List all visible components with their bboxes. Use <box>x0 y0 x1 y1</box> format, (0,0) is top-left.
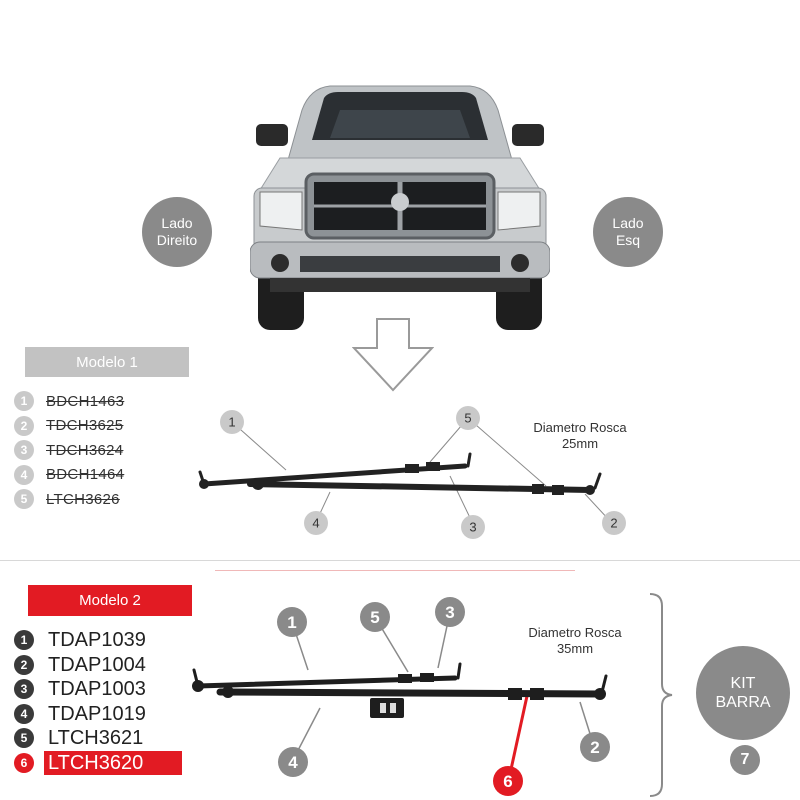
list-item: 1 TDAP1039 <box>14 628 182 653</box>
callout-label: 2 <box>590 738 599 757</box>
callout-label: 5 <box>464 411 471 426</box>
item-number: 4 <box>14 703 34 724</box>
callout-label: 1 <box>287 613 296 632</box>
callout-label: 4 <box>288 753 298 772</box>
list-item: 2 TDCH3625 <box>14 414 124 439</box>
list-item: 5 LTCH3621 <box>14 726 182 751</box>
item-number: 3 <box>14 679 34 700</box>
callout-label: 6 <box>503 772 512 791</box>
list-item: 2 TDAP1004 <box>14 653 182 678</box>
list-item: 3 TDCH3624 <box>14 438 124 463</box>
modelo2-linkage-diagram: 1 5 3 2 4 6 <box>192 597 610 796</box>
truck-illustration <box>250 85 550 330</box>
item-number: 4 <box>14 464 34 485</box>
list-item: 4 BDCH1464 <box>14 463 124 488</box>
callout-label: 5 <box>370 608 379 627</box>
item-number: 3 <box>14 440 34 461</box>
kit-bracket <box>649 593 673 797</box>
item-number: 1 <box>14 391 34 412</box>
list-item: 5 LTCH3626 <box>14 487 124 512</box>
callout-label: 1 <box>228 415 235 430</box>
callout-label: 4 <box>312 516 319 531</box>
part-code: TDAP1004 <box>48 653 146 676</box>
part-code: LTCH3621 <box>48 727 144 750</box>
part-code: TDAP1019 <box>48 702 146 725</box>
list-item: 4 TDAP1019 <box>14 702 182 727</box>
modelo2-title: Modelo 2 <box>28 585 192 616</box>
section-divider-accent <box>215 570 575 571</box>
modelo2-diameter-label: Diametro Rosca 35mm <box>528 625 622 656</box>
item-number: 2 <box>14 654 34 675</box>
part-code: TDCH3624 <box>46 441 124 459</box>
part-code: TDCH3625 <box>46 417 124 435</box>
lado-direito-badge: Lado Direito <box>142 197 212 267</box>
modelo1-title: Modelo 1 <box>25 347 189 377</box>
item-number: 2 <box>14 415 34 436</box>
callout-label: 2 <box>610 516 617 531</box>
callout-label: 3 <box>469 520 476 535</box>
list-item: 1 BDCH1463 <box>14 389 124 414</box>
lado-esq-badge: Lado Esq <box>593 197 663 267</box>
part-code: LTCH3626 <box>46 490 120 508</box>
down-arrow-icon <box>352 318 434 392</box>
item-number: 5 <box>14 728 34 749</box>
section-divider <box>0 560 800 561</box>
part-code: BDCH1464 <box>46 466 125 484</box>
item-number: 1 <box>14 630 34 651</box>
list-item-highlighted: 6 LTCH3620 <box>14 750 182 776</box>
modelo1-linkage-diagram: 1 5 2 3 4 <box>198 406 626 539</box>
callout-label: 3 <box>445 603 454 622</box>
part-code: TDAP1003 <box>48 678 146 701</box>
kit-barra-badge: KIT BARRA <box>696 646 790 740</box>
modelo1-diameter-label: Diametro Rosca 25mm <box>533 420 627 451</box>
part-code: TDAP1039 <box>48 629 146 652</box>
item-number: 6 <box>14 752 34 773</box>
list-item: 3 TDAP1003 <box>14 677 182 702</box>
item-number: 5 <box>14 489 34 510</box>
part-code: LTCH3620 <box>44 750 182 775</box>
kit-number-badge: 7 <box>730 745 760 775</box>
part-code: BDCH1463 <box>46 392 125 410</box>
